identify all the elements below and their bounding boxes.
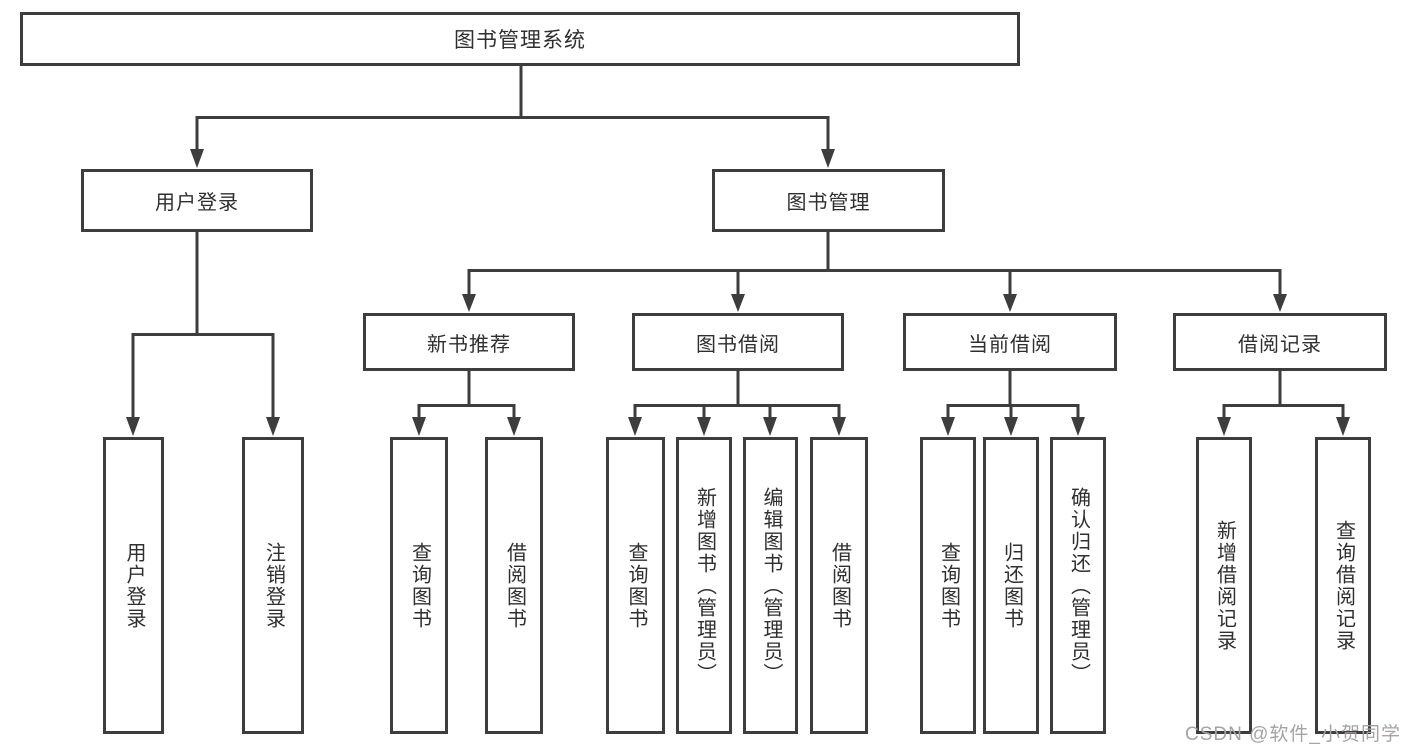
arrowhead-leaf-confirm-return	[1071, 417, 1085, 436]
node-current-borrowing: 当前借阅	[903, 313, 1117, 371]
leaf-query-books-current: 查询图书	[920, 437, 976, 734]
arrowhead-leaf-borrow-books-1	[507, 417, 521, 436]
node-borrowing-records: 借阅记录	[1173, 313, 1387, 371]
arrowhead-user-login	[190, 149, 204, 168]
arrowhead-leaf-add-books	[697, 417, 711, 436]
leaf-confirm-return-admin: 确认归还（管理员）	[1050, 437, 1106, 734]
arrowhead-book-mgmt	[821, 149, 835, 168]
leaf-edit-books-admin: 编辑图书（管理员）	[743, 437, 798, 734]
arrowhead-bookborrow	[731, 294, 745, 312]
leaf-add-books-admin: 新增图书（管理员）	[676, 437, 732, 734]
node-book-borrowing: 图书借阅	[632, 313, 844, 371]
arrowhead-leaf-add-record	[1217, 417, 1231, 436]
arrowhead-newbooks	[462, 294, 476, 312]
leaf-borrow-books-borrowing: 借阅图书	[810, 437, 868, 734]
leaf-add-borrow-record: 新增借阅记录	[1196, 437, 1252, 734]
node-book-management-branch: 图书管理	[712, 169, 945, 232]
leaf-logout: 注销登录	[242, 437, 304, 734]
leaf-return-books: 归还图书	[983, 437, 1039, 734]
arrowhead-leaf-query-books-3	[941, 417, 955, 436]
leaf-query-books-borrowing: 查询图书	[606, 437, 665, 734]
arrowhead-leaf-user-login	[126, 417, 140, 436]
node-new-book-recommend: 新书推荐	[363, 313, 575, 371]
csdn-watermark: CSDN @软件_小贺同学	[1185, 724, 1401, 745]
arrowhead-leaf-return-books	[1004, 417, 1018, 436]
leaf-borrow-books-newbooks: 借阅图书	[485, 437, 543, 734]
node-root-library-system: 图书管理系统	[20, 12, 1020, 66]
leaf-query-borrow-record: 查询借阅记录	[1315, 437, 1371, 734]
arrowhead-borrowrecords	[1273, 294, 1287, 312]
arrowhead-currentborrow	[1003, 294, 1017, 312]
arrowhead-leaf-query-books-1	[412, 417, 426, 436]
arrowhead-leaf-logout	[266, 417, 280, 436]
node-user-login-branch: 用户登录	[81, 169, 313, 232]
arrowhead-leaf-query-books-2	[628, 417, 642, 436]
arrowhead-leaf-borrow-books-2	[832, 417, 846, 436]
arrowhead-leaf-query-record	[1336, 417, 1350, 436]
leaf-user-login: 用户登录	[103, 437, 164, 734]
leaf-query-books-newbooks: 查询图书	[390, 437, 448, 734]
arrowhead-leaf-edit-books	[763, 417, 777, 436]
